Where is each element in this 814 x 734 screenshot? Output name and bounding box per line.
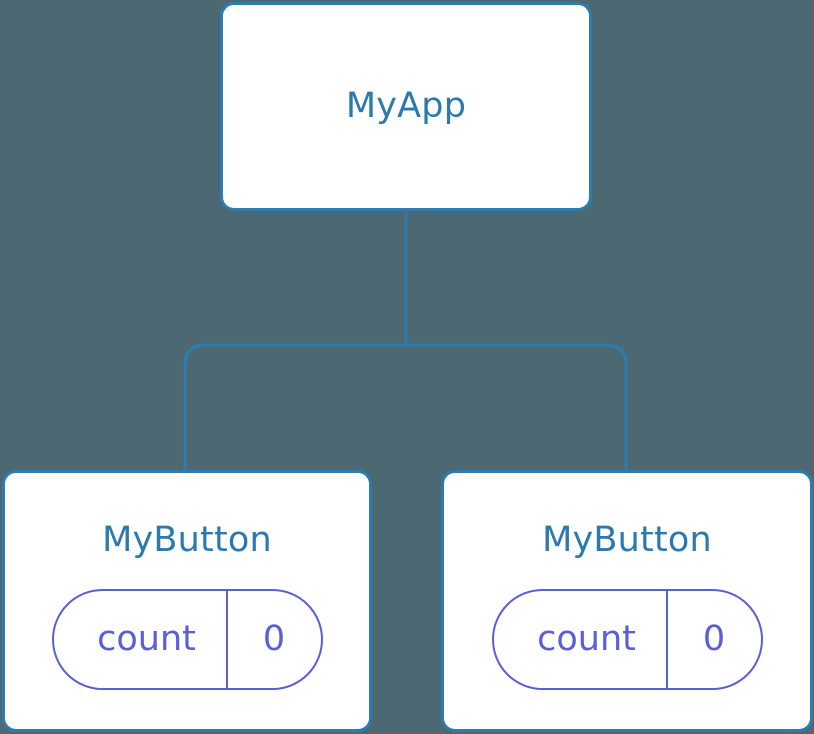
state-key-label: count: [97, 619, 196, 659]
state-key-label: count: [537, 619, 636, 659]
component-node-mybutton-2[interactable]: MyButton count 0: [441, 470, 813, 732]
state-value-label: 0: [225, 591, 321, 688]
component-node-myapp[interactable]: MyApp: [220, 2, 592, 211]
component-node-label: MyButton: [102, 520, 272, 560]
connector-branch-bar: [183, 343, 628, 470]
component-node-label: MyButton: [542, 520, 712, 560]
state-pill[interactable]: count 0: [491, 589, 763, 690]
component-node-label: MyApp: [345, 86, 467, 126]
state-value-label: 0: [665, 591, 761, 688]
state-pill[interactable]: count 0: [51, 589, 323, 690]
component-node-mybutton-1[interactable]: MyButton count 0: [2, 470, 372, 732]
